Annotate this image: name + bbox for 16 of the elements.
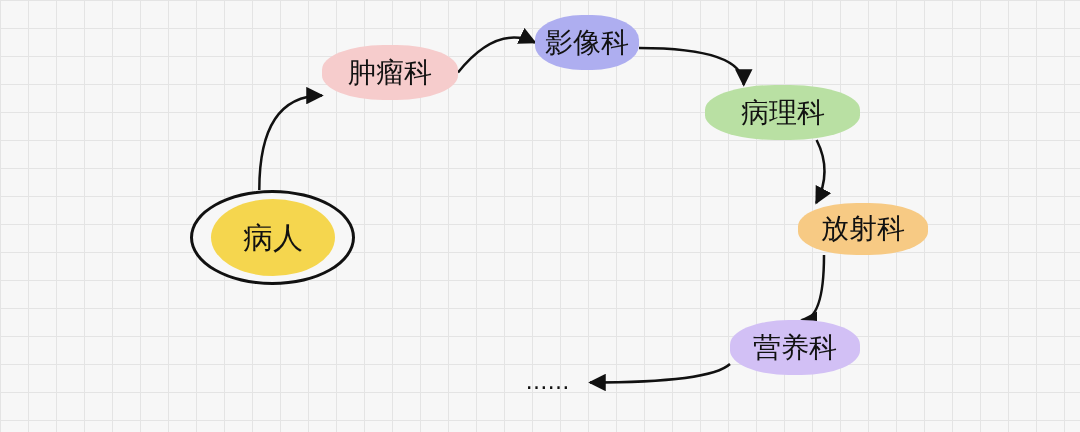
node-label: 放射科 xyxy=(821,211,905,247)
node-label: 肿瘤科 xyxy=(348,54,432,91)
department-blob xyxy=(798,203,928,255)
arrow xyxy=(258,87,324,191)
arrow xyxy=(815,139,831,205)
ellipsis-text: …… xyxy=(505,366,590,396)
node-label: 病人 xyxy=(210,199,335,276)
node-label: 影像科 xyxy=(545,24,629,61)
arrow xyxy=(638,46,751,87)
node-label: 病理科 xyxy=(740,94,825,131)
department-blob xyxy=(730,320,860,375)
department-blob xyxy=(322,45,458,100)
arrow xyxy=(588,363,731,392)
node-label: 营养科 xyxy=(753,329,837,366)
department-blob xyxy=(535,15,639,70)
arrow xyxy=(457,28,537,74)
